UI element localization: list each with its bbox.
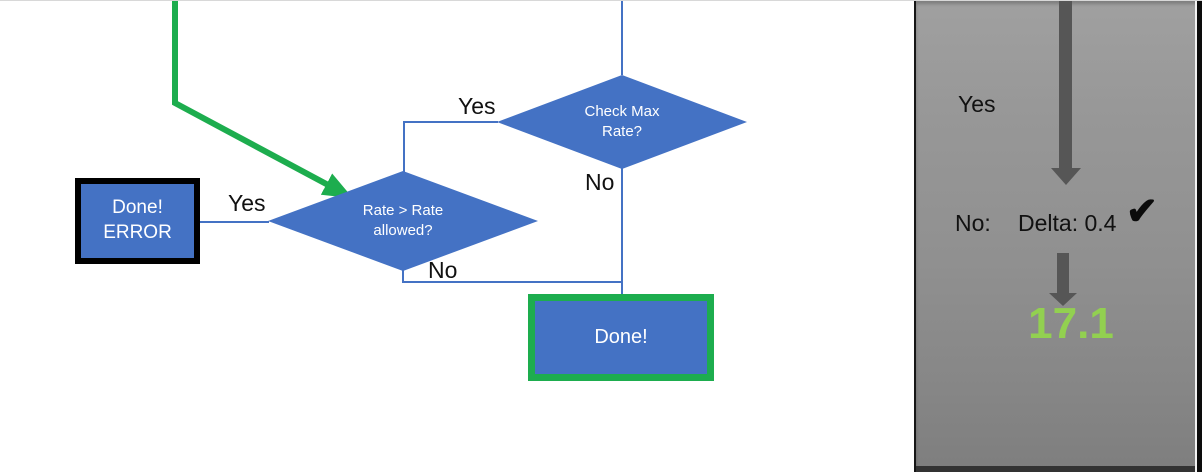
panel-delta-value: Delta: 0.4	[1018, 210, 1117, 236]
down-arrow-icon	[1059, 1, 1072, 168]
node-done-error: Done! ERROR	[75, 178, 200, 264]
decision-rate-allowed: Rate > Rate allowed?	[268, 171, 538, 271]
panel-right-edge-border	[1197, 1, 1202, 472]
connector-rate-yes-horizontal	[199, 221, 269, 223]
connector-top-into-check-max	[621, 1, 623, 75]
down-arrow-icon-head	[1051, 168, 1081, 185]
edge-label-check-max-no: No	[585, 169, 615, 195]
decision-rate-allowed-label: Rate > Rate allowed?	[362, 201, 444, 239]
panel-bottom-band	[916, 466, 1195, 472]
edge-label-rate-no: No	[428, 257, 458, 283]
connector-rate-no-vertical	[402, 269, 404, 283]
panel-no-label: No:	[955, 210, 991, 236]
connector-check-max-yes-horizontal	[403, 121, 498, 123]
side-panel: Yes No: Delta: 0.4 ✔ 17.1	[914, 1, 1202, 472]
green-arrow-line	[172, 1, 353, 199]
down-arrow-icon-head	[1049, 293, 1077, 306]
node-done: Done!	[528, 294, 714, 381]
edge-label-rate-yes: Yes	[228, 190, 266, 216]
connector-check-max-no-vertical	[621, 167, 623, 295]
decision-check-max-rate-label: Check Max Rate?	[584, 102, 660, 140]
decision-check-max-rate: Check Max Rate?	[497, 75, 747, 169]
checkmark-icon: ✔	[1126, 191, 1158, 233]
connector-check-max-yes-vertical	[403, 121, 405, 173]
connector-rate-no-horizontal	[402, 281, 623, 283]
edge-label-check-max-yes: Yes	[458, 93, 496, 119]
down-arrow-icon	[1057, 253, 1069, 293]
panel-right-edge-highlight	[1195, 1, 1197, 472]
panel-yes-label: Yes	[958, 91, 996, 117]
panel-result-value: 17.1	[1028, 299, 1114, 348]
